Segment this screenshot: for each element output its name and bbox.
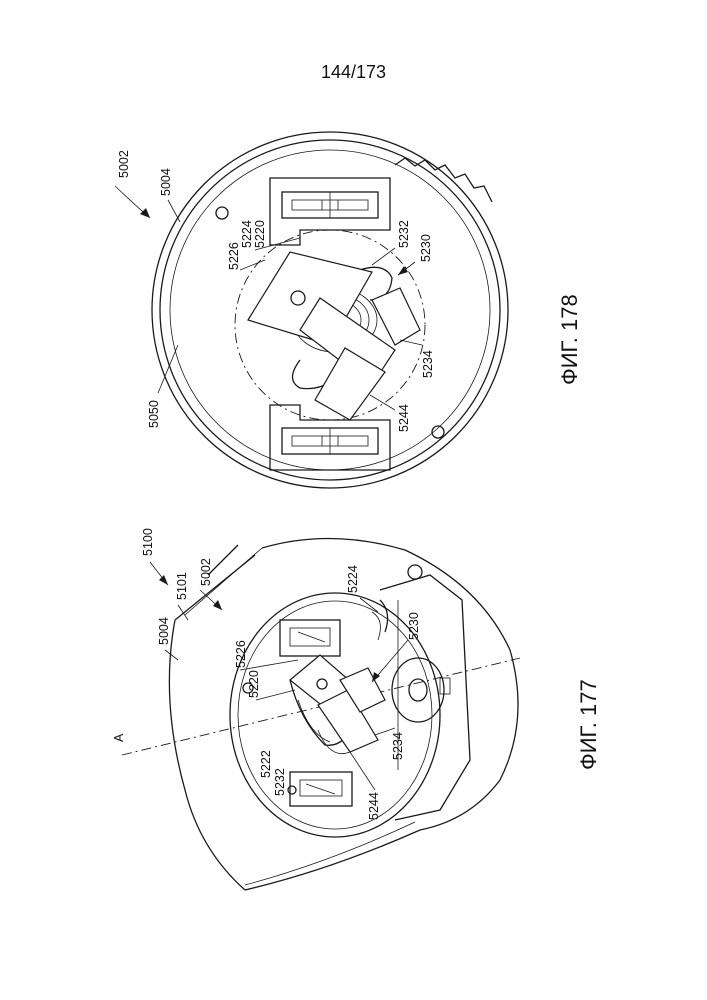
label-5226: 5226: [227, 242, 241, 270]
label-axis-a: A: [112, 733, 126, 742]
label-5220: 5220: [253, 220, 267, 248]
label-5234: 5234: [421, 350, 435, 378]
label-5222-177: 5222: [259, 750, 273, 778]
label-5101: 5101: [175, 572, 189, 600]
label-5050: 5050: [147, 400, 161, 428]
leader-5244-177: [350, 752, 375, 790]
caption-fig-178: ФИГ. 178: [557, 294, 582, 385]
label-5002: 5002: [117, 150, 131, 178]
label-5230: 5230: [419, 234, 433, 262]
figure-177: 5100 5101 5002 5004 A 5224 5226 5230 522…: [112, 528, 601, 890]
label-5224: 5224: [240, 220, 254, 248]
label-5224-177: 5224: [346, 565, 360, 593]
top-connector: [270, 178, 390, 245]
leader-5004: [168, 200, 180, 222]
connector-lower: [290, 772, 352, 806]
label-5226-177: 5226: [234, 640, 248, 668]
label-5100: 5100: [141, 528, 155, 556]
leader-5050: [158, 345, 178, 393]
leader-5226-177: [240, 660, 298, 670]
bottom-connector: [270, 405, 390, 470]
label-5004-177: 5004: [157, 617, 171, 645]
leader-5226: [240, 260, 265, 270]
label-5232-177: 5232: [273, 768, 287, 796]
connector-upper: [280, 620, 340, 656]
leader-5101: [178, 605, 188, 620]
label-5244: 5244: [397, 404, 411, 432]
label-5234-177: 5234: [391, 732, 405, 760]
label-5004: 5004: [159, 168, 173, 196]
leader-5232: [372, 248, 395, 265]
label-5232: 5232: [397, 220, 411, 248]
leader-5234: [400, 340, 422, 345]
label-5002-177: 5002: [199, 558, 213, 586]
figure-178: 5002 5004 5050 5226 5224 5220 5232 5230 …: [115, 132, 582, 488]
screw-top: [216, 207, 228, 219]
label-5220-177: 5220: [247, 670, 261, 698]
label-5244-177: 5244: [367, 792, 381, 820]
leader-5004-177: [165, 650, 178, 660]
grip-ridges: [395, 158, 492, 202]
plate-5230: [372, 288, 420, 345]
label-5230-177: 5230: [407, 612, 421, 640]
bore: [392, 658, 444, 722]
caption-fig-177: ФИГ. 177: [576, 679, 601, 770]
leader-5220-177: [256, 690, 295, 700]
